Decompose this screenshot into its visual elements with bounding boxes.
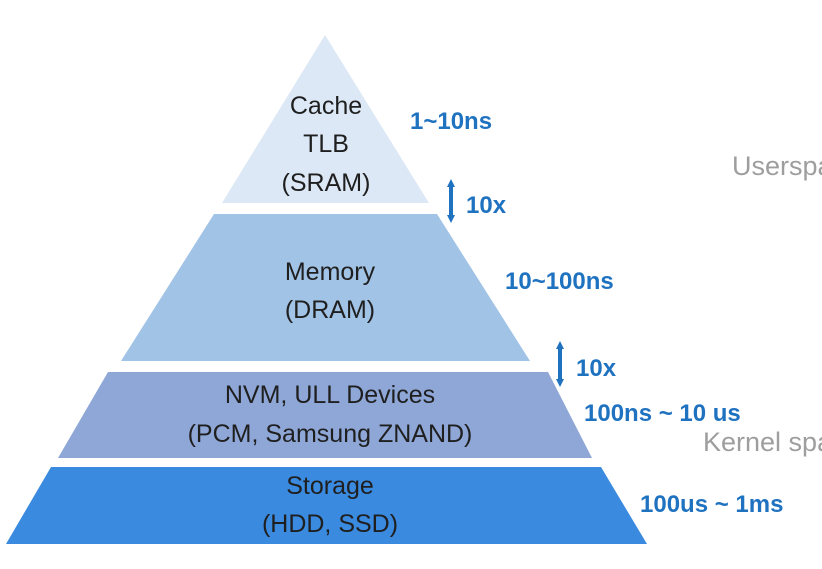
tier-memory-label-line-1: Memory xyxy=(285,258,376,286)
tier-cache-label-line-3: (SRAM) xyxy=(282,169,371,197)
tier-nvm-shape xyxy=(58,372,592,458)
tier-storage-label-line-2: (HDD, SSD) xyxy=(262,510,398,538)
tier-memory-label-line-2: (DRAM) xyxy=(285,296,375,324)
tier-cache-label-line-2: TLB xyxy=(303,130,349,158)
tier-cache-label-line-1: Cache xyxy=(290,92,362,120)
ratio-label-cache-memory: 10x xyxy=(466,192,507,219)
latency-label-nvm: 100ns ~ 10 us xyxy=(584,400,741,427)
tier-storage-shape xyxy=(6,467,647,544)
tier-memory-shape xyxy=(121,214,530,361)
tier-cache-shape xyxy=(222,35,429,203)
tier-nvm-label-line-2: (PCM, Samsung ZNAND) xyxy=(188,420,473,448)
tier-nvm-label-line-1: NVM, ULL Devices xyxy=(225,381,435,409)
latency-label-cache: 1~10ns xyxy=(410,108,492,135)
side-label-userspace: Userspa xyxy=(732,151,822,181)
latency-label-memory: 10~100ns xyxy=(505,268,614,295)
side-label-kernel-space: Kernel spa xyxy=(703,427,822,457)
ratio-label-memory-nvm: 10x xyxy=(576,355,617,382)
tier-storage-label-line-1: Storage xyxy=(286,472,374,500)
latency-label-storage: 100us ~ 1ms xyxy=(640,491,783,518)
